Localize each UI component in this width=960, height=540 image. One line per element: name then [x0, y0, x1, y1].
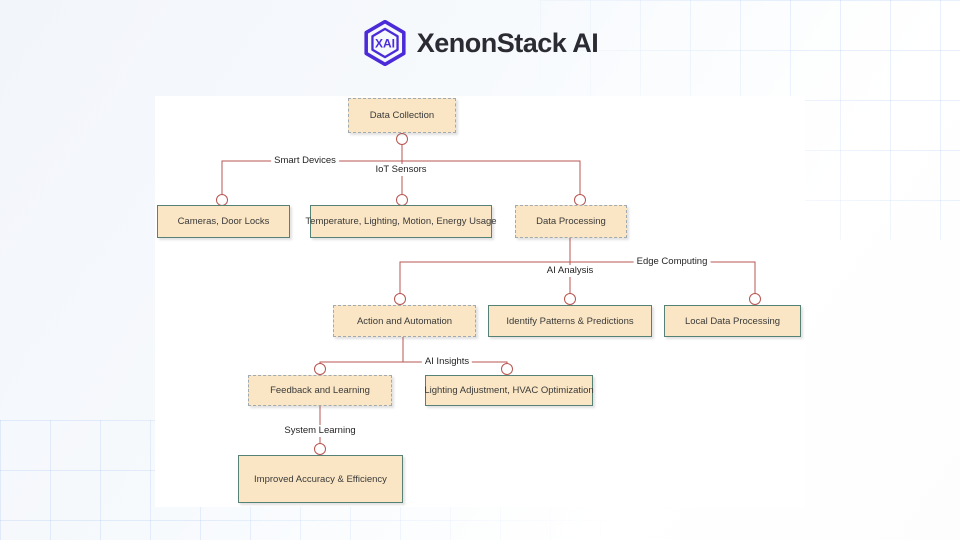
node-feedback-learning: Feedback and Learning: [248, 375, 392, 406]
diagram-canvas: [155, 96, 805, 507]
edge-label: Edge Computing: [633, 256, 711, 268]
edge-label: Smart Devices: [271, 155, 339, 167]
edge-label: IoT Sensors: [372, 164, 430, 176]
brand-header: XAI XenonStack AI: [0, 15, 960, 71]
edge-label: System Learning: [281, 425, 359, 437]
edge-label: AI Insights: [421, 356, 473, 368]
node-data-collection: Data Collection: [348, 98, 456, 133]
node-lighting-adjustment: Lighting Adjustment, HVAC Optimization: [424, 375, 594, 406]
node-local-data-processing: Local Data Processing: [664, 305, 801, 337]
node-action-automation: Action and Automation: [333, 305, 476, 337]
node-cameras-door-locks: Cameras, Door Locks: [157, 205, 290, 238]
node-identify-patterns: Identify Patterns & Predictions: [488, 305, 652, 337]
brand-title: XenonStack AI: [416, 27, 599, 58]
node-improved-accuracy: Improved Accuracy & Efficiency: [238, 455, 403, 503]
logo-monogram: XAI: [375, 37, 395, 51]
edge-label: AI Analysis: [543, 265, 597, 277]
node-data-processing: Data Processing: [515, 205, 627, 238]
xenonstack-logo-icon: XAI: [364, 20, 406, 66]
node-temperature-sensors: Temperature, Lighting, Motion, Energy Us…: [305, 205, 497, 238]
